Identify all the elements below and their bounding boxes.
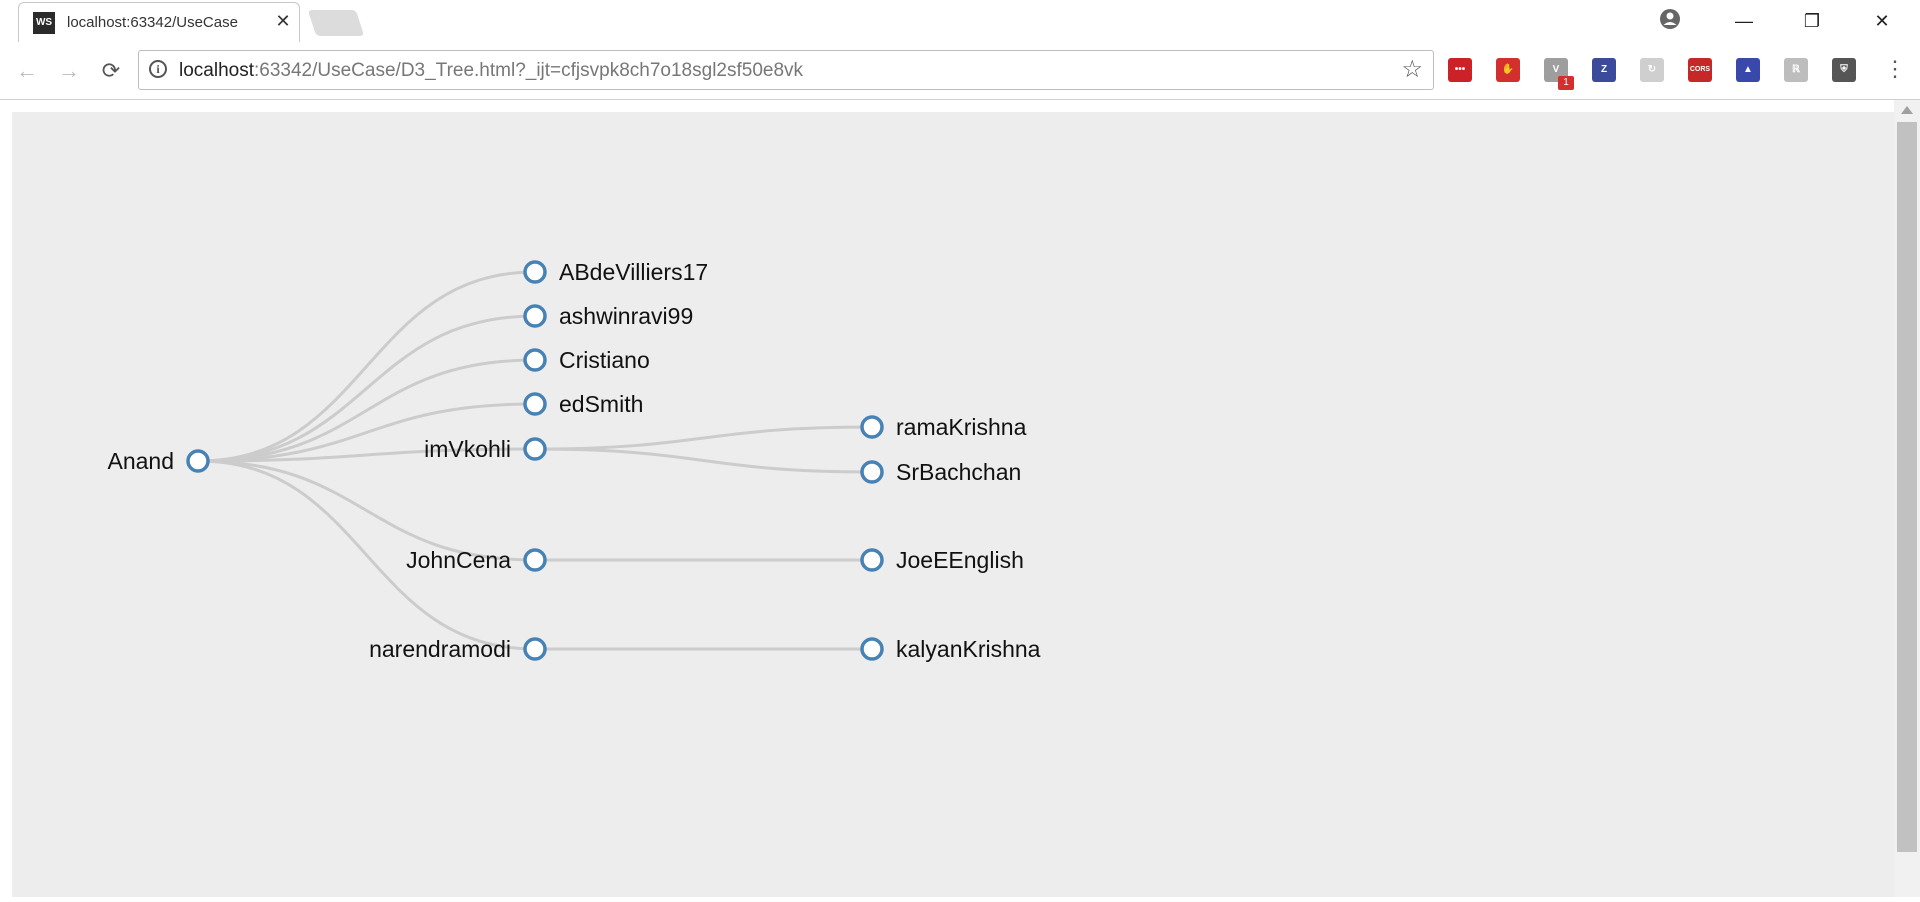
chart-extension-icon[interactable]: ▲ [1736,58,1760,82]
node-circle[interactable] [523,637,547,661]
d3-tree-chart: Anand ABdeVilliers17 ashwinravi99Cristiano… [107,259,1040,662]
node-circle[interactable] [860,460,884,484]
webstorm-favicon-icon: WS [33,12,55,34]
node-circle[interactable] [860,415,884,439]
node-circle[interactable] [523,260,547,284]
sync-extension-icon[interactable]: ↻ [1640,58,1664,82]
tree-node-child-2[interactable]: Cristiano [523,347,650,373]
node-circle[interactable] [186,449,210,473]
node-circle[interactable] [860,548,884,572]
tree-link [197,402,536,463]
vertical-scrollbar[interactable] [1894,100,1920,897]
node-label[interactable]: Anand [107,448,174,474]
node-circle[interactable] [523,392,547,416]
node-label[interactable]: SrBachchan [896,459,1021,485]
browser-menu-icon[interactable]: ⋮ [1884,56,1906,81]
new-tab-button[interactable] [307,10,365,36]
window-close-button[interactable]: ✕ [1874,11,1890,31]
node-label[interactable]: imVkohli [424,436,511,462]
bookmark-star-icon[interactable]: ☆ [1401,56,1423,83]
scrollbar-thumb[interactable] [1897,122,1917,852]
tab-strip: WS localhost:63342/UseCase ✕ — ❐ ✕ [0,0,1920,42]
tree-link [534,447,873,474]
tree-link [197,459,536,562]
forward-button[interactable]: → [58,58,80,83]
tree-link [534,425,873,451]
translate-extension-icon[interactable]: ℝ [1784,58,1808,82]
node-label[interactable]: edSmith [559,391,643,417]
browser-tab[interactable]: WS localhost:63342/UseCase ✕ [18,2,300,42]
cors-extension-icon[interactable]: CORS [1688,58,1712,82]
tree-links [197,270,873,651]
tree-node-grandchild-5-0[interactable]: JoeEEnglish [860,547,1024,573]
back-button[interactable]: ← [16,58,38,83]
node-label[interactable]: kalyanKrishna [896,636,1041,662]
tree-link [197,314,536,463]
tree-nodes: Anand ABdeVilliers17 ashwinravi99Cristiano… [107,259,1040,662]
node-label[interactable]: JohnCena [406,547,511,573]
zotero-extension-icon[interactable]: Z [1592,58,1616,82]
node-label[interactable]: JoeEEnglish [896,547,1024,573]
tree-node-child-6[interactable]: narendramodi [369,636,547,662]
tree-node-child-5[interactable]: JohnCena [406,547,547,573]
restore-button[interactable]: ❐ [1803,11,1821,31]
tree-node-root[interactable]: Anand [107,448,210,474]
profile-icon-glyph [1660,9,1680,29]
shield-extension-icon[interactable]: ⛨ [1832,58,1856,82]
lastpass-extension-icon[interactable]: ••• [1448,58,1472,82]
adblock-extension-icon[interactable]: ✋ [1496,58,1520,82]
tree-node-grandchild-4-0[interactable]: ramaKrishna [860,414,1027,440]
address-bar[interactable]: i localhost:63342/UseCase/D3_Tree.html?_… [138,50,1434,90]
tab-close-icon[interactable]: ✕ [275,11,291,31]
url-host: localhost [179,60,254,81]
node-circle[interactable] [860,637,884,661]
node-circle[interactable] [523,348,547,372]
tree-link [197,358,536,463]
url-path: :63342/UseCase/D3_Tree.html?_ijt=cfjsvpk… [254,60,804,81]
tab-title: localhost:63342/UseCase [67,14,238,31]
scroll-up-arrow-icon[interactable] [1901,106,1913,114]
node-label[interactable]: ashwinravi99 [559,303,693,329]
tree-node-child-1[interactable]: ashwinravi99 [523,303,693,329]
node-circle[interactable] [523,437,547,461]
reload-button[interactable]: ⟳ [101,58,121,83]
extension-badge: 1 [1558,76,1574,90]
browser-toolbar: ← → ⟳ i localhost:63342/UseCase/D3_Tree.… [0,42,1920,100]
tree-node-child-3[interactable]: edSmith [523,391,643,417]
site-info-icon[interactable]: i [149,60,167,78]
node-label[interactable]: narendramodi [369,636,511,662]
tree-node-child-4[interactable]: imVkohli [424,436,547,462]
node-circle[interactable] [523,304,547,328]
node-label[interactable]: ramaKrishna [896,414,1027,440]
profile-icon[interactable] [1650,8,1690,34]
node-circle[interactable] [523,548,547,572]
browser-chrome: WS localhost:63342/UseCase ✕ — ❐ ✕ ← → ⟳… [0,0,1920,100]
tree-node-child-0[interactable]: ABdeVilliers17 [523,259,708,285]
tree-link [197,459,536,651]
tree-node-grandchild-6-0[interactable]: kalyanKrishna [860,636,1041,662]
node-label[interactable]: Cristiano [559,347,650,373]
node-label[interactable]: ABdeVilliers17 [559,259,708,285]
tree-link [197,270,536,463]
tree-link [197,447,536,463]
minimize-button[interactable]: — [1735,11,1753,31]
url-text[interactable]: localhost:63342/UseCase/D3_Tree.html?_ij… [179,60,803,82]
tree-node-grandchild-4-1[interactable]: SrBachchan [860,459,1021,485]
